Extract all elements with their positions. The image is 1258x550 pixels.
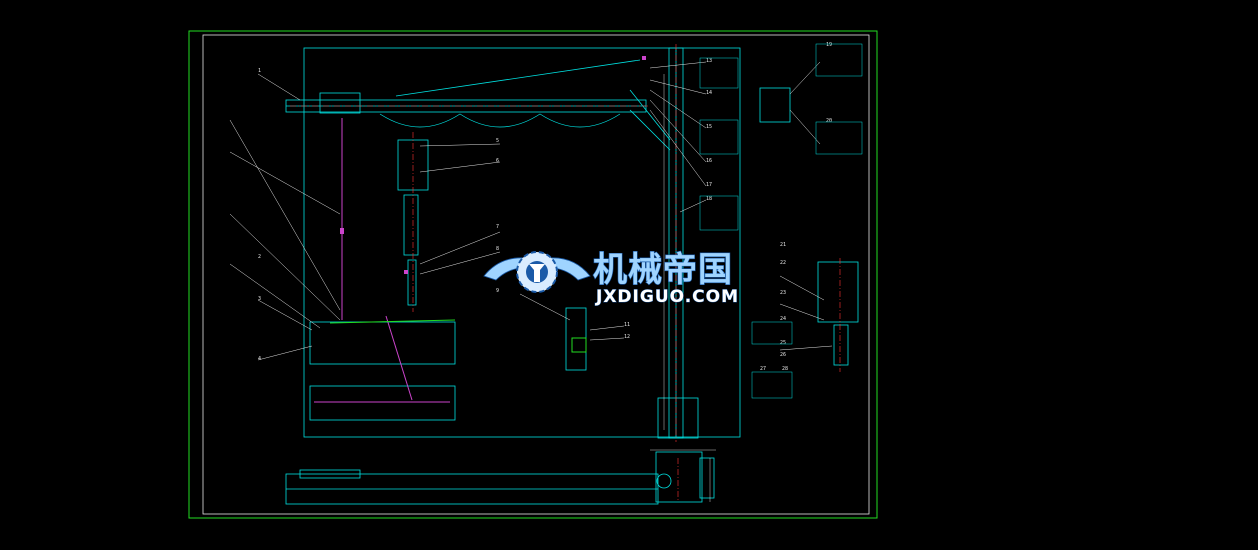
part-label: 20 — [826, 118, 832, 124]
part-label: 15 — [706, 124, 712, 130]
part-label: 1 — [258, 68, 261, 74]
part-label: 14 — [706, 90, 712, 96]
part-label: 8 — [496, 246, 499, 252]
centerlines — [290, 44, 841, 500]
part-label: 26 — [780, 352, 786, 358]
part-label: 9 — [496, 288, 499, 294]
part-label: 6 — [496, 158, 499, 164]
wrench-icon — [529, 264, 545, 282]
part-label: 2 — [258, 254, 261, 260]
main-view — [285, 47, 859, 505]
part-label: 16 — [706, 158, 712, 164]
part-label: 12 — [624, 334, 630, 340]
part-label: 11 — [624, 322, 630, 328]
watermark-en-text: JXDIGUO.COM — [595, 287, 739, 307]
leader-lines — [229, 61, 833, 361]
highlighted-parts — [329, 319, 587, 353]
part-label: 5 — [496, 138, 499, 144]
watermark-cn-text: 机械帝国 — [593, 250, 733, 290]
watermark-logo: 机械帝国 JXDIGUO.COM — [483, 249, 739, 307]
part-label: 7 — [496, 224, 499, 230]
part-label: 25 — [780, 340, 786, 346]
sheet-outer-border — [188, 30, 878, 519]
part-label: 18 — [706, 196, 712, 202]
magenta-marks — [340, 56, 646, 274]
part-label: 22 — [780, 260, 786, 266]
part-number-labels: 1 2 3 4 5 6 7 8 9 11 12 13 14 15 16 17 1… — [258, 42, 832, 372]
sheet-inner-border — [202, 34, 870, 515]
part-label: 28 — [782, 366, 788, 372]
part-label: 23 — [780, 290, 786, 296]
callout-tables — [699, 43, 863, 399]
part-label: 24 — [780, 316, 786, 322]
cable-sag — [379, 113, 621, 128]
part-label: 17 — [706, 182, 712, 188]
part-label: 4 — [258, 356, 261, 362]
jib-brace — [395, 59, 671, 151]
part-label: 19 — [826, 42, 832, 48]
part-label: 13 — [706, 58, 712, 64]
dimension-lines — [650, 74, 716, 502]
part-label: 27 — [760, 366, 766, 372]
chain — [314, 118, 450, 403]
part-label: 3 — [258, 296, 261, 302]
part-label: 21 — [780, 242, 786, 248]
